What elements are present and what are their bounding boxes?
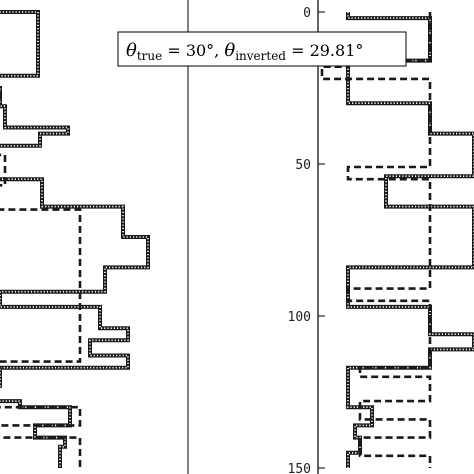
- annotation-part-1: true: [137, 49, 162, 63]
- left-panel: [0, 10, 150, 468]
- y-tick-label-100: 100: [288, 310, 311, 325]
- annotation-part-3: θ: [224, 40, 235, 61]
- right-series-0-solid: [346, 12, 474, 468]
- annotation-part-0: θ: [126, 40, 137, 61]
- left-series-0-solid: [0, 10, 150, 468]
- right-series-1-dashed: [320, 12, 432, 468]
- left-series-1-dashed: [0, 89, 82, 468]
- annotation-text: θtrue = 30°, θinverted = 29.81°: [126, 40, 363, 63]
- y-tick-label-0: 0: [303, 6, 311, 21]
- annotation-part-2: = 30°,: [162, 41, 224, 60]
- y-ticks: 0 50 100 150: [288, 6, 325, 474]
- y-tick-label-50: 50: [295, 158, 311, 173]
- left-series-0-dots: [0, 11, 149, 468]
- annotation-frame: [117, 31, 407, 67]
- annotation-part-5: = 29.81°: [286, 41, 363, 60]
- right-panel: [320, 12, 474, 468]
- annotation-part-4: inverted: [235, 49, 286, 63]
- right-series-0-dots: [347, 12, 474, 468]
- annotation-box: θtrue = 30°, θinverted = 29.81°: [117, 31, 407, 67]
- y-tick-label-150: 150: [288, 462, 311, 474]
